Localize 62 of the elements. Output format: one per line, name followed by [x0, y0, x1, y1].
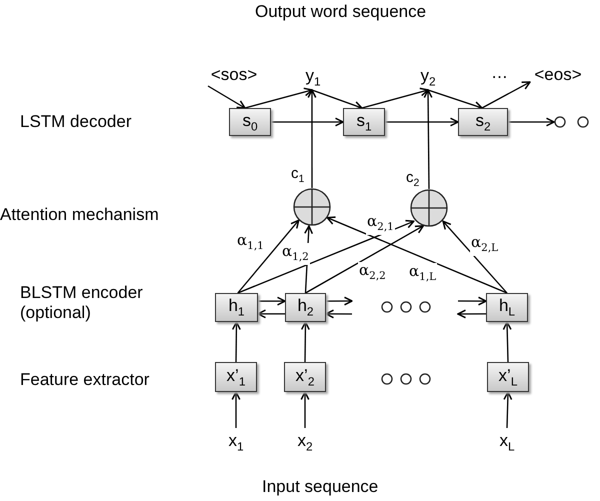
- process-box: s$_{2}$: [458, 108, 508, 136]
- arrow: [232, 321, 241, 362]
- process-box: h$_{L}$: [486, 293, 528, 322]
- sum-circle: [293, 188, 331, 226]
- arrow: [300, 391, 310, 428]
- arrow: [424, 89, 433, 189]
- arrow: [208, 85, 246, 109]
- process-box: x’$_{2}$: [284, 362, 326, 392]
- annotation-label: Attention mechanism: [0, 205, 159, 225]
- ellipsis-dot: [419, 373, 431, 385]
- ellipsis-dot: [400, 301, 412, 313]
- sum-circle: [410, 189, 448, 227]
- arrow: [502, 321, 512, 362]
- arrow: [442, 220, 508, 294]
- arrow: [482, 81, 531, 109]
- arrow: [312, 89, 363, 110]
- annotation-label: Input sequence: [262, 477, 378, 497]
- ellipsis-dot: [554, 116, 566, 128]
- arrow: [307, 89, 316, 188]
- arrow: [428, 89, 483, 110]
- process-box: s$_{1}$: [343, 108, 385, 136]
- arrow: [385, 118, 459, 126]
- arrow: [326, 216, 508, 294]
- word-label: x$_{1}$: [222, 428, 250, 456]
- ellipsis-dot: [577, 116, 589, 128]
- word-label: <sos>: [208, 64, 260, 86]
- edge-label: α$_{1,2}$: [281, 243, 310, 265]
- annotation-label: LSTM decoder: [20, 112, 132, 132]
- ellipsis-dot: [419, 301, 431, 313]
- ellipsis-dot: [381, 373, 393, 385]
- process-box: h$_{2}$: [285, 293, 326, 322]
- arrow: [458, 296, 487, 306]
- annotation-label: BLSTM encoder (optional): [20, 283, 144, 323]
- arrow: [326, 296, 353, 306]
- process-box: x’$_{1}$: [215, 362, 257, 392]
- arrow: [244, 88, 313, 109]
- annotation-label: Output word sequence: [255, 2, 426, 22]
- annotation-label: Feature extractor: [20, 370, 150, 390]
- word-label: x$_{2}$: [291, 428, 319, 456]
- arrow: [508, 118, 555, 126]
- arrow: [258, 296, 286, 306]
- process-box: h$_{1}$: [215, 293, 258, 322]
- word-label: x$_{L}$: [493, 428, 521, 456]
- arrow: [300, 321, 310, 362]
- arrow: [503, 391, 512, 428]
- arrow: [305, 225, 424, 294]
- arrow: [362, 88, 429, 109]
- ellipsis-dot: [381, 301, 393, 313]
- arrow: [237, 220, 300, 294]
- word-label: y$_{2}$: [415, 64, 441, 90]
- process-box: s$_{0}$: [229, 108, 271, 136]
- arrow: [271, 118, 344, 126]
- arrow: [325, 309, 352, 318]
- ellipsis-dot: [400, 373, 412, 385]
- arrow: [238, 220, 415, 294]
- arrow: [457, 309, 486, 318]
- arrow: [232, 391, 240, 428]
- word-label: y$_{1}$: [300, 64, 326, 90]
- arrow: [257, 309, 285, 318]
- process-box: x’$_{L}$: [487, 362, 529, 392]
- word-label: <eos>: [530, 64, 586, 86]
- ellipsis: …: [491, 63, 508, 83]
